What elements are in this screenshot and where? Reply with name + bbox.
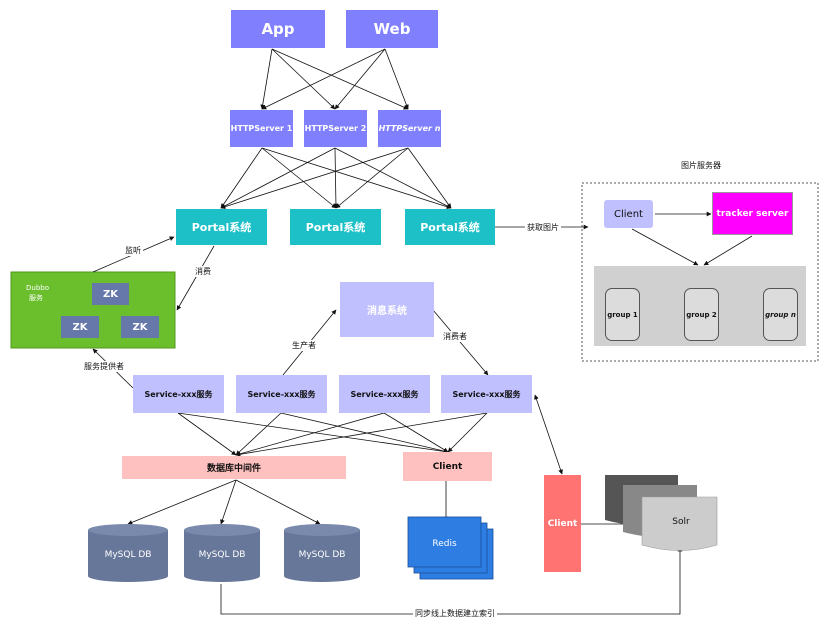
fetch-image-label: 获取图片 [525,222,561,233]
portal-1-node: Portal系统 [176,209,267,245]
service-3-node: Service-xxx服务 [339,375,430,413]
group-n-node: group n [763,288,798,341]
producer-label: 生产者 [290,340,318,351]
consumer-edge [432,309,489,376]
http-server-n-node: HTTPServer n [378,110,441,147]
http-to-portal-edges [220,147,452,209]
middleware-to-mysql-edges [127,479,321,525]
image-client-node: Client [604,200,653,228]
mysql-db-2-label: MySQL DB [198,550,246,560]
consume-label: 消费 [193,266,213,277]
solr-stack-shape [605,475,718,551]
cache-client-node: Client [403,452,492,481]
redis-label: Redis [432,539,457,549]
provider-label: 服务提供者 [82,361,126,372]
sync-label: 同步线上数据建立索引 [413,608,497,619]
message-system-node: 消息系统 [340,282,434,337]
mysql-db-1-label: MySQL DB [104,550,152,560]
redis-stack-shape [407,516,494,580]
solr-label: Solr [672,517,690,527]
dubbo-subtitle: 服务 [29,294,43,302]
dubbo-title: Dubbo [26,284,49,292]
zk-3-node: ZK [121,316,159,338]
zk-1-node: ZK [92,283,129,305]
tracker-to-storage-edge [703,235,753,266]
group-1-node: group 1 [605,288,640,341]
image-server-title: 图片服务器 [681,161,721,170]
mysql-db-3-shape [284,524,360,582]
service-2-node: Service-xxx服务 [236,375,327,413]
consumer-label: 消费者 [441,331,469,342]
solr-client-node: Client [544,475,581,572]
tracker-server-node: tracker server [712,192,793,235]
service-solr-client-edge [534,394,563,475]
mysql-db-2-shape [184,524,260,582]
group-2-node: group 2 [684,288,719,341]
http-server-1-node: HTTPServer 1 [230,110,293,147]
mysql-db-1-shape [88,524,168,582]
portal-2-node: Portal系统 [290,209,381,245]
client-to-storage-edge [631,228,699,266]
app-node: App [231,10,325,48]
service-1-node: Service-xxx服务 [133,375,224,413]
web-node: Web [346,10,438,48]
service-4-node: Service-xxx服务 [441,375,532,413]
image-server-frame [581,182,819,362]
http-server-2-node: HTTPServer 2 [304,110,367,147]
listen-label: 监听 [123,245,143,256]
db-middleware-node: 数据库中间件 [122,456,346,479]
mysql-db-3-label: MySQL DB [298,550,346,560]
client-to-http-edges [260,48,409,110]
portal-3-node: Portal系统 [405,209,495,245]
zk-2-node: ZK [61,316,99,338]
consume-edge [176,245,215,311]
service-to-storage-edges [177,412,488,457]
